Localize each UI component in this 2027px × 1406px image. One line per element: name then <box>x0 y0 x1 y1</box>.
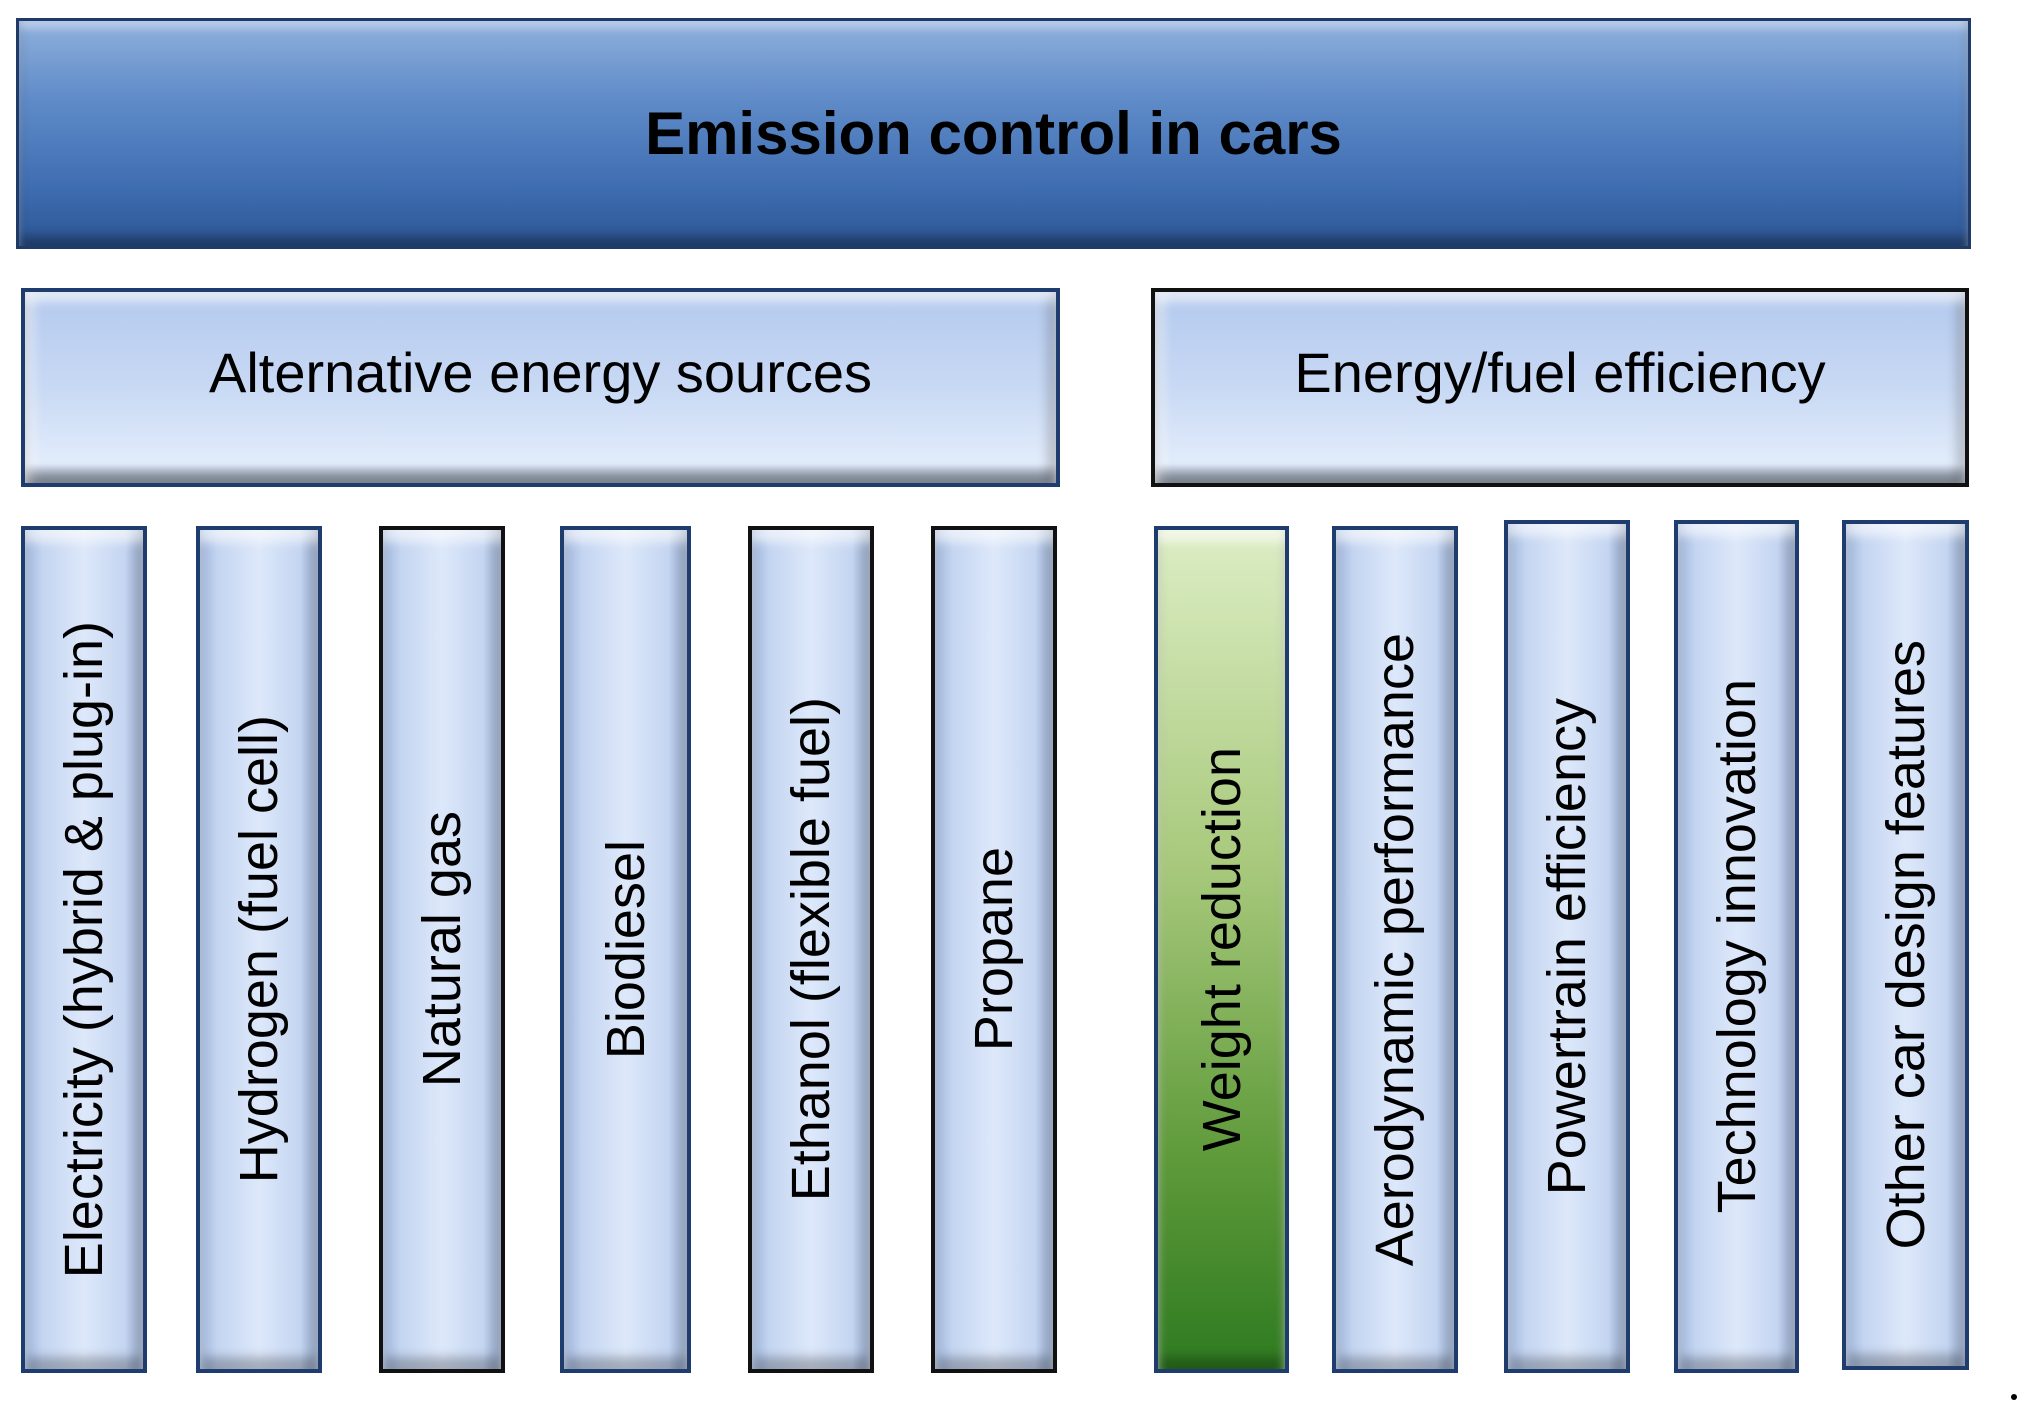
leaf-powertrain: Powertrain efficiency <box>1504 520 1630 1373</box>
leaf-label: Hydrogen (fuel cell) <box>229 715 289 1184</box>
leaf-technology: Technology innovation <box>1674 520 1799 1373</box>
leaf-aerodynamic: Aerodynamic performance <box>1332 526 1458 1373</box>
leaf-label: Aerodynamic performance <box>1365 632 1425 1267</box>
leaf-label: Other car design features <box>1875 640 1936 1250</box>
leaf-biodiesel: Biodiesel <box>560 526 691 1373</box>
leaf-label: Ethanol (flexible fuel) <box>781 697 841 1202</box>
leaf-hydrogen: Hydrogen (fuel cell) <box>196 526 322 1373</box>
leaf-label: Natural gas <box>412 811 472 1088</box>
trailing-dot <box>2011 1394 2017 1400</box>
root-emission-control: Emission control in cars <box>16 18 1971 249</box>
branch-label: Energy/fuel efficiency <box>1294 341 1826 404</box>
leaf-label: Powertrain efficiency <box>1537 697 1597 1196</box>
leaf-other-design: Other car design features <box>1842 520 1969 1370</box>
leaf-label: Electricity (hybrid & plug-in) <box>54 620 114 1279</box>
branch-label: Alternative energy sources <box>208 341 872 404</box>
leaf-label: Biodiesel <box>595 839 656 1060</box>
leaf-natural-gas: Natural gas <box>379 526 505 1373</box>
leaf-electricity: Electricity (hybrid & plug-in) <box>21 526 147 1373</box>
root-label: Emission control in cars <box>645 100 1342 167</box>
leaf-label: Technology innovation <box>1706 679 1767 1214</box>
leaf-ethanol: Ethanol (flexible fuel) <box>748 526 874 1373</box>
leaf-propane: Propane <box>931 526 1057 1373</box>
leaf-label: Weight reduction <box>1191 747 1252 1152</box>
branch-fuel-efficiency: Energy/fuel efficiency <box>1151 288 1969 487</box>
leaf-label: Propane <box>964 847 1024 1052</box>
leaf-weight-reduction: Weight reduction <box>1154 526 1289 1373</box>
branch-alternative-energy: Alternative energy sources <box>21 288 1060 487</box>
